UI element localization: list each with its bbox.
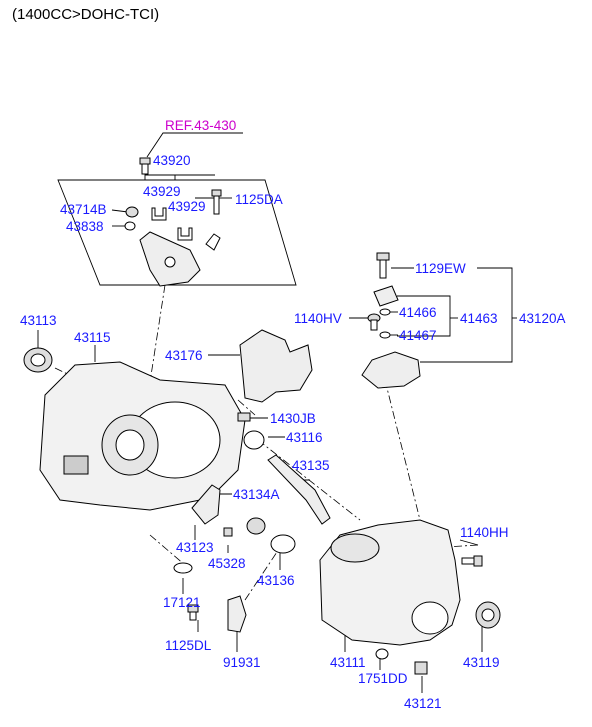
labels: REF.43-430 43920 43929 43929 1125DA 4371… bbox=[20, 118, 566, 711]
ref-leader-line bbox=[146, 132, 243, 158]
label-43838[interactable]: 43838 bbox=[66, 219, 104, 234]
label-45328[interactable]: 45328 bbox=[208, 556, 246, 571]
seal-43116 bbox=[243, 430, 265, 450]
seal-43119 bbox=[475, 601, 501, 629]
part-43134A bbox=[246, 517, 266, 535]
washer-41466 bbox=[379, 308, 391, 316]
label-43111[interactable]: 43111 bbox=[330, 655, 366, 670]
pin-1430JB bbox=[237, 412, 251, 422]
label-43929-a[interactable]: 43929 bbox=[143, 184, 181, 199]
label-43929-b[interactable]: 43929 bbox=[168, 199, 206, 214]
fork-43135 bbox=[267, 454, 331, 525]
label-17121[interactable]: 17121 bbox=[163, 595, 201, 610]
lever-part bbox=[205, 233, 221, 251]
parts bbox=[23, 157, 501, 675]
label-1751DD[interactable]: 1751DD bbox=[358, 671, 408, 686]
label-1129EW[interactable]: 1129EW bbox=[415, 261, 466, 276]
nut-43714B bbox=[125, 206, 139, 218]
bolt-1125DA bbox=[211, 189, 222, 215]
part-43838 bbox=[124, 221, 136, 231]
label-1125DA[interactable]: 1125DA bbox=[235, 192, 283, 207]
label-1140HH[interactable]: 1140HH bbox=[460, 525, 509, 540]
bracket-91931 bbox=[227, 595, 247, 633]
bracket-43176 bbox=[239, 329, 313, 403]
clip-43929-b bbox=[177, 227, 193, 241]
bolt-1140HH bbox=[461, 555, 483, 567]
bracket-41463 bbox=[373, 285, 399, 307]
engine-variant-label: (1400CC>DOHC-TCI) bbox=[12, 6, 160, 23]
clutch-housing-43115 bbox=[39, 361, 246, 511]
bolt-1125DL bbox=[187, 604, 199, 621]
label-41467[interactable]: 41467 bbox=[399, 328, 437, 343]
label-41463[interactable]: 41463 bbox=[460, 311, 498, 326]
label-43120A[interactable]: 43120A bbox=[519, 311, 566, 326]
plug-43121 bbox=[414, 661, 428, 675]
label-43136[interactable]: 43136 bbox=[257, 573, 295, 588]
ref-label[interactable]: REF.43-430 bbox=[165, 118, 236, 133]
bracket-frame bbox=[57, 179, 297, 286]
bolt-43920 bbox=[139, 157, 151, 175]
bracket-43123 bbox=[191, 484, 221, 525]
label-43135[interactable]: 43135 bbox=[292, 458, 330, 473]
label-1430JB[interactable]: 1430JB bbox=[270, 411, 316, 426]
part-1751DD bbox=[375, 648, 389, 660]
label-1125DL[interactable]: 1125DL bbox=[165, 638, 212, 653]
ring-17121 bbox=[173, 562, 193, 574]
washer-43136 bbox=[270, 534, 296, 554]
label-43134A[interactable]: 43134A bbox=[233, 487, 280, 502]
label-91931[interactable]: 91931 bbox=[223, 655, 261, 670]
transmission-case-43111 bbox=[319, 519, 461, 646]
label-43121[interactable]: 43121 bbox=[404, 696, 442, 711]
bolt-1140HV bbox=[367, 313, 381, 331]
label-43176[interactable]: 43176 bbox=[165, 348, 203, 363]
clip-43929-a bbox=[151, 207, 167, 221]
assembly-43120A bbox=[361, 351, 421, 389]
label-43116[interactable]: 43116 bbox=[286, 430, 323, 445]
label-43920[interactable]: 43920 bbox=[153, 153, 191, 168]
label-43115[interactable]: 43115 bbox=[74, 330, 111, 345]
label-43113[interactable]: 43113 bbox=[20, 313, 57, 328]
bolt-1129EW bbox=[376, 252, 390, 279]
washer-41467 bbox=[379, 331, 391, 339]
label-41466[interactable]: 41466 bbox=[399, 305, 437, 320]
label-43119[interactable]: 43119 bbox=[463, 655, 500, 670]
seal-43113 bbox=[23, 347, 53, 373]
label-43123[interactable]: 43123 bbox=[176, 540, 214, 555]
bolt-45328 bbox=[223, 527, 233, 537]
label-43714B[interactable]: 43714B bbox=[60, 202, 107, 217]
label-1140HV[interactable]: 1140HV bbox=[294, 311, 342, 326]
